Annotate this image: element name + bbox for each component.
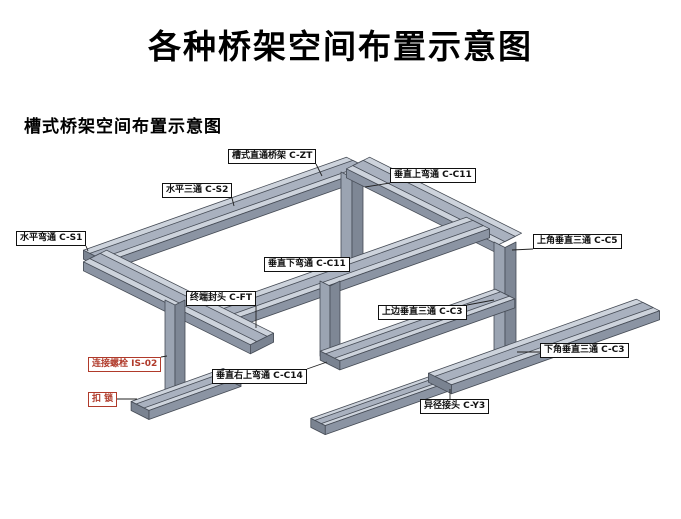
tray-end-face <box>249 332 275 355</box>
component-label-is-02: 连接螺栓 IS-02 <box>88 357 162 372</box>
tray-end-face <box>130 401 150 420</box>
tray-segment-run-bottom-narrow <box>310 374 448 436</box>
component-label-c-zt: 槽式直通桥架 C-ZT <box>228 149 317 164</box>
leader-line-is-02 <box>160 355 168 358</box>
leader-line-c-zt <box>315 163 323 177</box>
tray-segment-post-mid-lower <box>319 280 341 362</box>
tray-end-face <box>310 417 326 436</box>
tray-end-face <box>427 372 453 395</box>
tray-segment-run-top <box>83 156 371 272</box>
component-label-c-c5: 上角垂直三通 C-C5 <box>533 234 622 249</box>
component-label-kousuo: 扣 锁 <box>88 392 118 407</box>
component-label-c-c11-down: 垂直下弯通 C-C11 <box>264 257 350 272</box>
section-subtitle: 槽式桥架空间布置示意图 <box>24 117 222 137</box>
component-label-c-ft: 终端封头 C-FT <box>186 291 256 306</box>
leader-line-c-s2 <box>231 197 235 207</box>
leader-line-c-c11-up <box>364 182 391 188</box>
component-label-c-s2: 水平三通 C-S2 <box>162 183 233 198</box>
component-label-c-y3: 异径接头 C-Y3 <box>420 399 490 414</box>
tray-segment-run-left-lower <box>83 249 275 355</box>
component-label-c-c3-top: 上边垂直三通 C-C3 <box>378 305 467 320</box>
component-label-c-c3-bottom: 下角垂直三通 C-C3 <box>540 343 629 358</box>
leader-line-c-s1 <box>85 245 89 252</box>
page-title: 各种桥架空间布置示意图 <box>148 27 533 66</box>
leader-line-c-c3-top <box>466 299 495 306</box>
component-label-c-c14: 垂直右上弯通 C-C14 <box>212 369 307 384</box>
component-label-c-c11-up: 垂直上弯通 C-C11 <box>390 168 476 183</box>
tray-segment-post-left <box>164 299 186 398</box>
leader-line-c-c5 <box>511 248 534 251</box>
tray-end-face <box>319 350 341 371</box>
component-label-c-s1: 水平弯通 C-S1 <box>16 231 87 246</box>
leader-line-c-c14 <box>306 361 328 370</box>
